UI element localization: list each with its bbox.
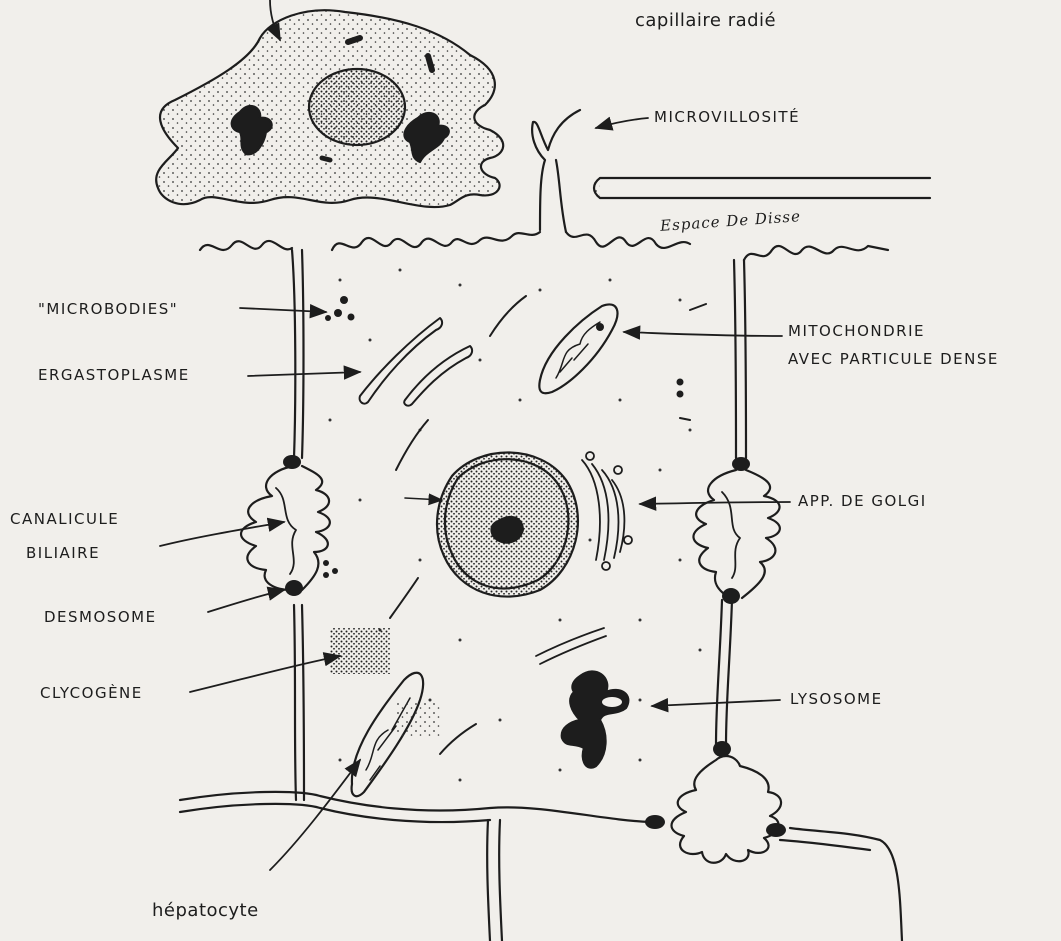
hepatocyte-right-membrane [734, 260, 746, 458]
capillary-segment [594, 178, 930, 198]
hepatocyte-left-membrane-lower [294, 605, 304, 800]
label-desmosome: DESMOSOME [44, 608, 157, 626]
hepatocyte-right-membrane-lower [716, 600, 732, 745]
golgi-apparatus [582, 452, 632, 570]
hepatocyte-left-membrane [292, 250, 304, 458]
microvillus [532, 110, 580, 232]
label-mitochondrie-2: AVEC PARTICULE DENSE [788, 350, 999, 368]
label-ergastoplasme: ERGASTOPLASME [38, 366, 190, 384]
hepatocyte-bottom-membrane [180, 792, 650, 822]
neighbour-membrane [487, 820, 502, 941]
label-capillaire: capillaire radié [635, 10, 776, 31]
label-golgi: APP. DE GOLGI [798, 492, 927, 510]
label-hepatocyte: hépatocyte [152, 900, 259, 921]
label-mitochondrie-1: MITOCHONDRIE [788, 322, 925, 340]
label-canalicule-1: CANALICULE [10, 510, 119, 528]
lysosome [562, 671, 629, 767]
nucleus [437, 452, 578, 596]
golgi-inner-arrow [405, 498, 442, 500]
label-microvillosite: MICROVILLOSITÉ [654, 108, 800, 126]
label-lysosome: LYSOSOME [790, 690, 883, 708]
label-microbodies: "MICROBODIES" [38, 300, 178, 318]
bile-canaliculus-bottom [672, 756, 782, 863]
label-canalicule-2: BILIAIRE [26, 544, 100, 562]
label-glycogene: CLYCOGÈNE [40, 684, 143, 702]
neighbour-membrane-right [780, 828, 902, 941]
kupffer-cell [156, 10, 503, 207]
